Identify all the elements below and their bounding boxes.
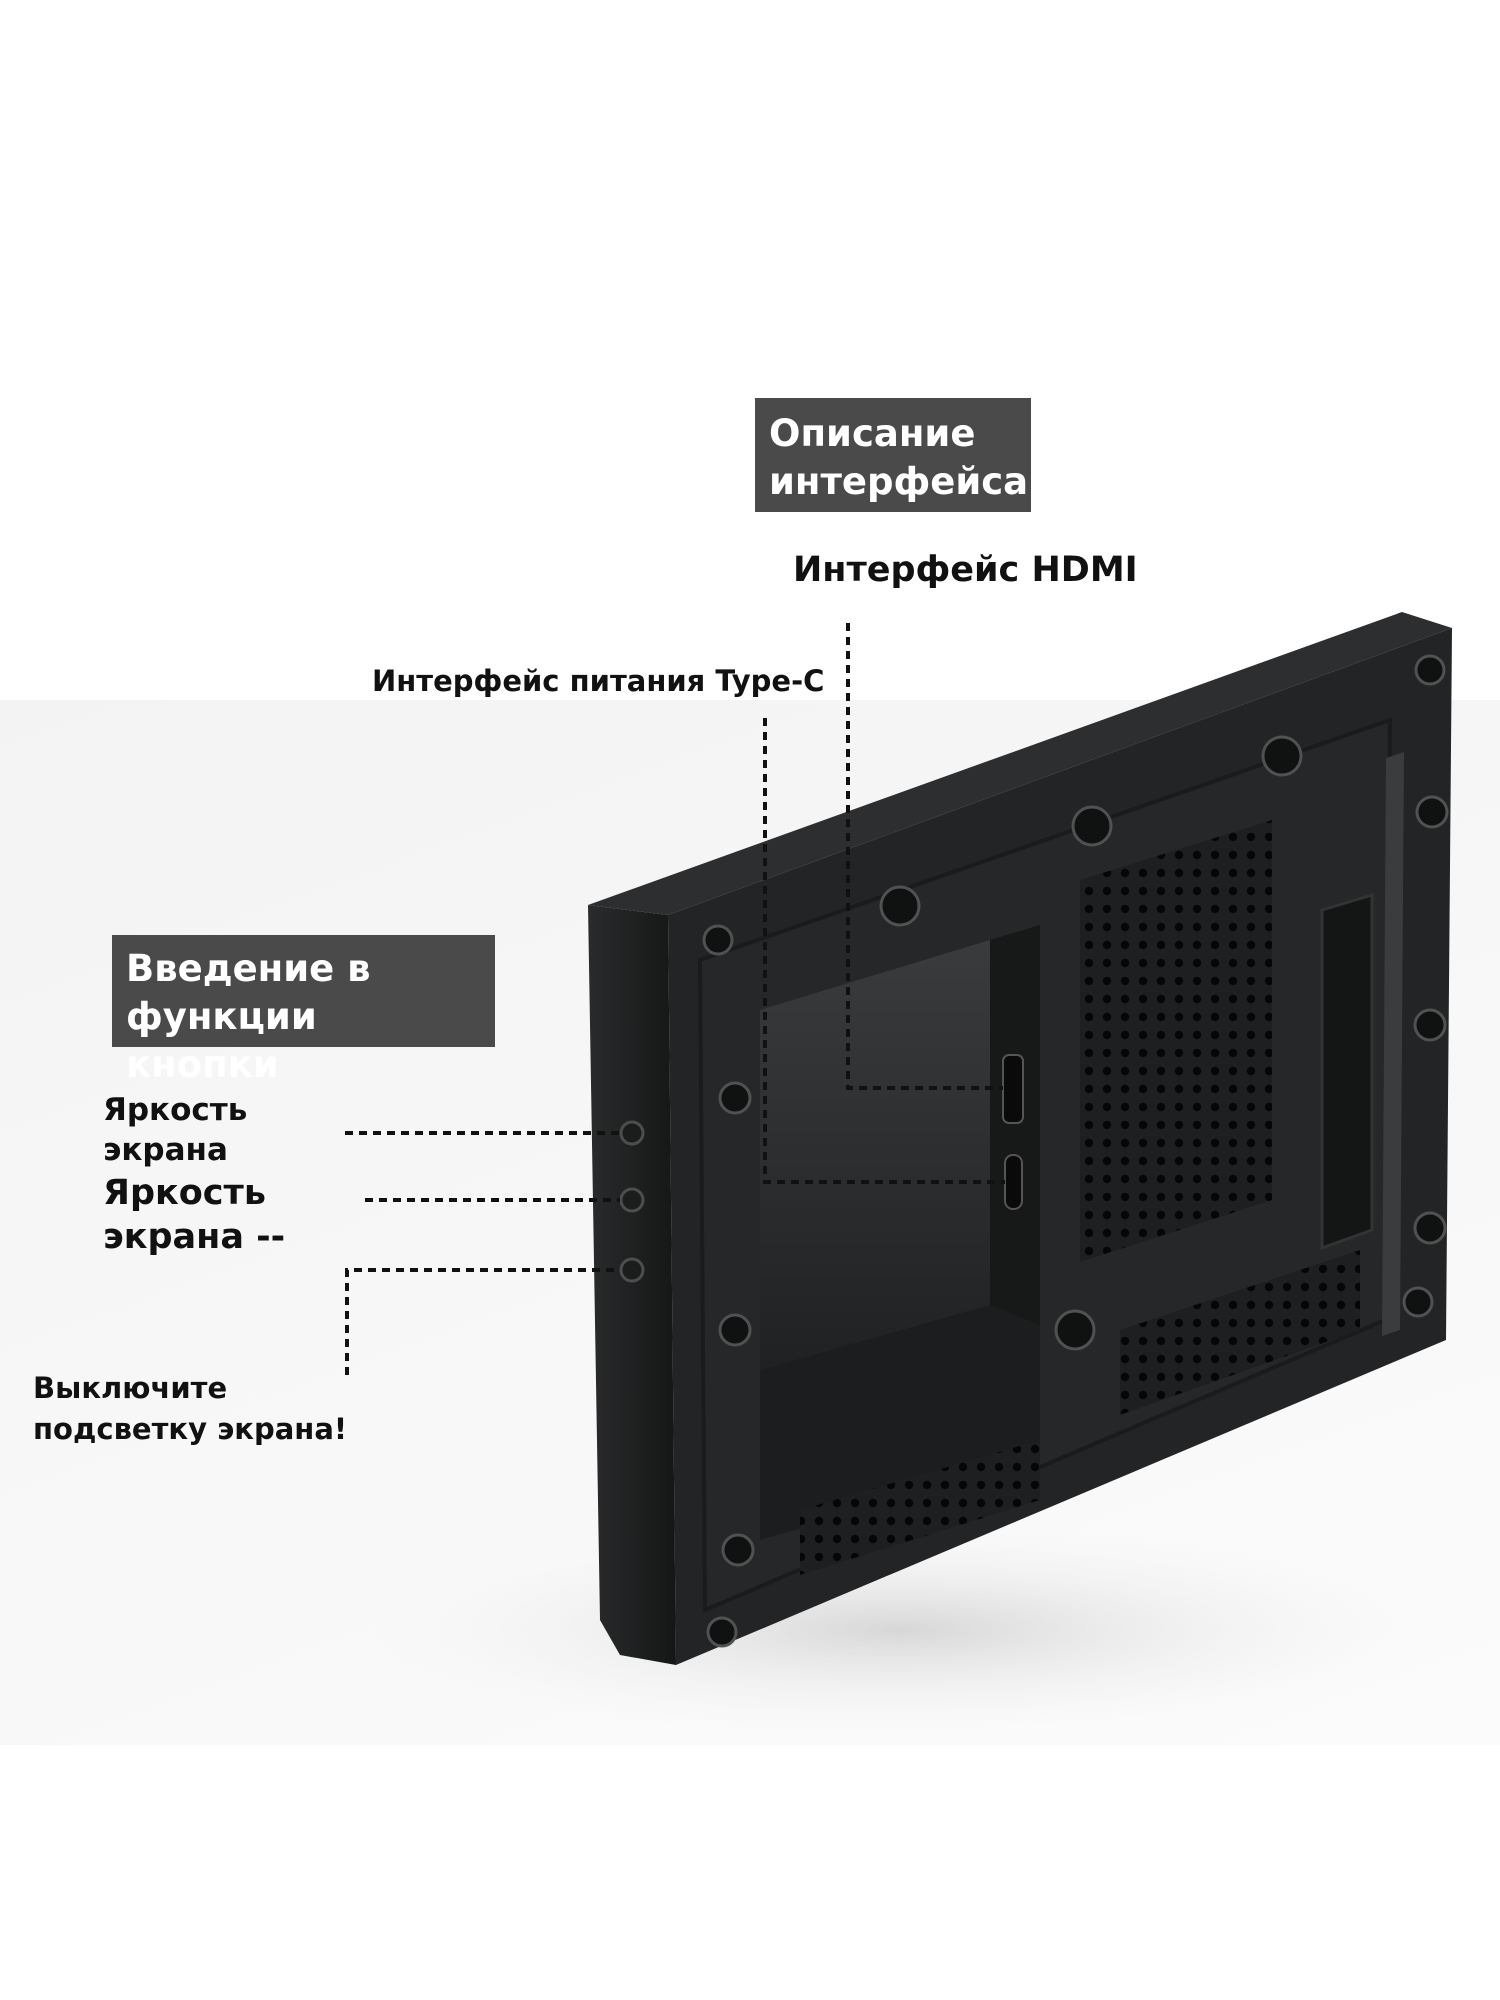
backlight-off-line1: Выключите bbox=[33, 1371, 228, 1405]
brightness-up-line1: Яркость bbox=[103, 1092, 248, 1128]
leader-lines bbox=[345, 623, 1005, 1375]
floor-shadow bbox=[280, 1510, 1500, 1750]
buttons-header-line1: Введение в bbox=[126, 947, 371, 990]
buttons-header-line2: функции кнопки bbox=[126, 995, 317, 1087]
backlight-off-callout: Выключите подсветку экрана! bbox=[33, 1368, 347, 1449]
vent-grille-lower bbox=[1120, 1250, 1360, 1415]
device-right-slot bbox=[1320, 892, 1374, 1251]
backlight-leader bbox=[345, 1268, 620, 1375]
device-side-edge bbox=[588, 905, 676, 1665]
brightness-down-callout: Яркость экрана -- bbox=[103, 1172, 285, 1260]
brightness-up-line2: экрана bbox=[103, 1132, 228, 1169]
hdmi-port bbox=[1002, 1054, 1024, 1124]
brightness-down-line1: Яркость bbox=[103, 1173, 266, 1213]
device-right-rail bbox=[1382, 752, 1404, 1336]
backlight-off-line2: подсветку экрана! bbox=[33, 1411, 348, 1446]
device-top-edge bbox=[588, 612, 1452, 915]
side-buttons bbox=[619, 1120, 645, 1283]
mounting-screws bbox=[702, 654, 1449, 1648]
backlight-off-button bbox=[619, 1257, 645, 1283]
button-functions-header: Введение в функции кнопки bbox=[112, 935, 495, 1086]
port-bay bbox=[760, 940, 990, 1370]
vent-grille-bottom bbox=[800, 1440, 1040, 1575]
port-bay-floor bbox=[760, 1305, 1040, 1540]
brightness-down-button bbox=[619, 1187, 645, 1213]
type-c-callout: Интерфейс питания Type-C bbox=[372, 664, 825, 698]
vent-grille-main bbox=[1080, 820, 1272, 1262]
brightness-up-callout: Яркость экрана bbox=[103, 1090, 247, 1171]
hdmi-leader bbox=[846, 623, 1003, 1090]
hdmi-callout: Интерфейс HDMI bbox=[793, 550, 1138, 590]
interface-header-line1: Описание bbox=[769, 412, 976, 455]
type-c-port bbox=[1004, 1154, 1023, 1210]
interface-header-line2: интерфейса bbox=[769, 460, 1029, 504]
brightness-up-button bbox=[619, 1120, 645, 1146]
interface-description-header: Описание интерфейса bbox=[755, 398, 1031, 512]
brightness-down-line2: экрана -- bbox=[103, 1216, 286, 1257]
port-bay-wall bbox=[990, 925, 1040, 1325]
type-c-leader bbox=[763, 718, 1005, 1184]
